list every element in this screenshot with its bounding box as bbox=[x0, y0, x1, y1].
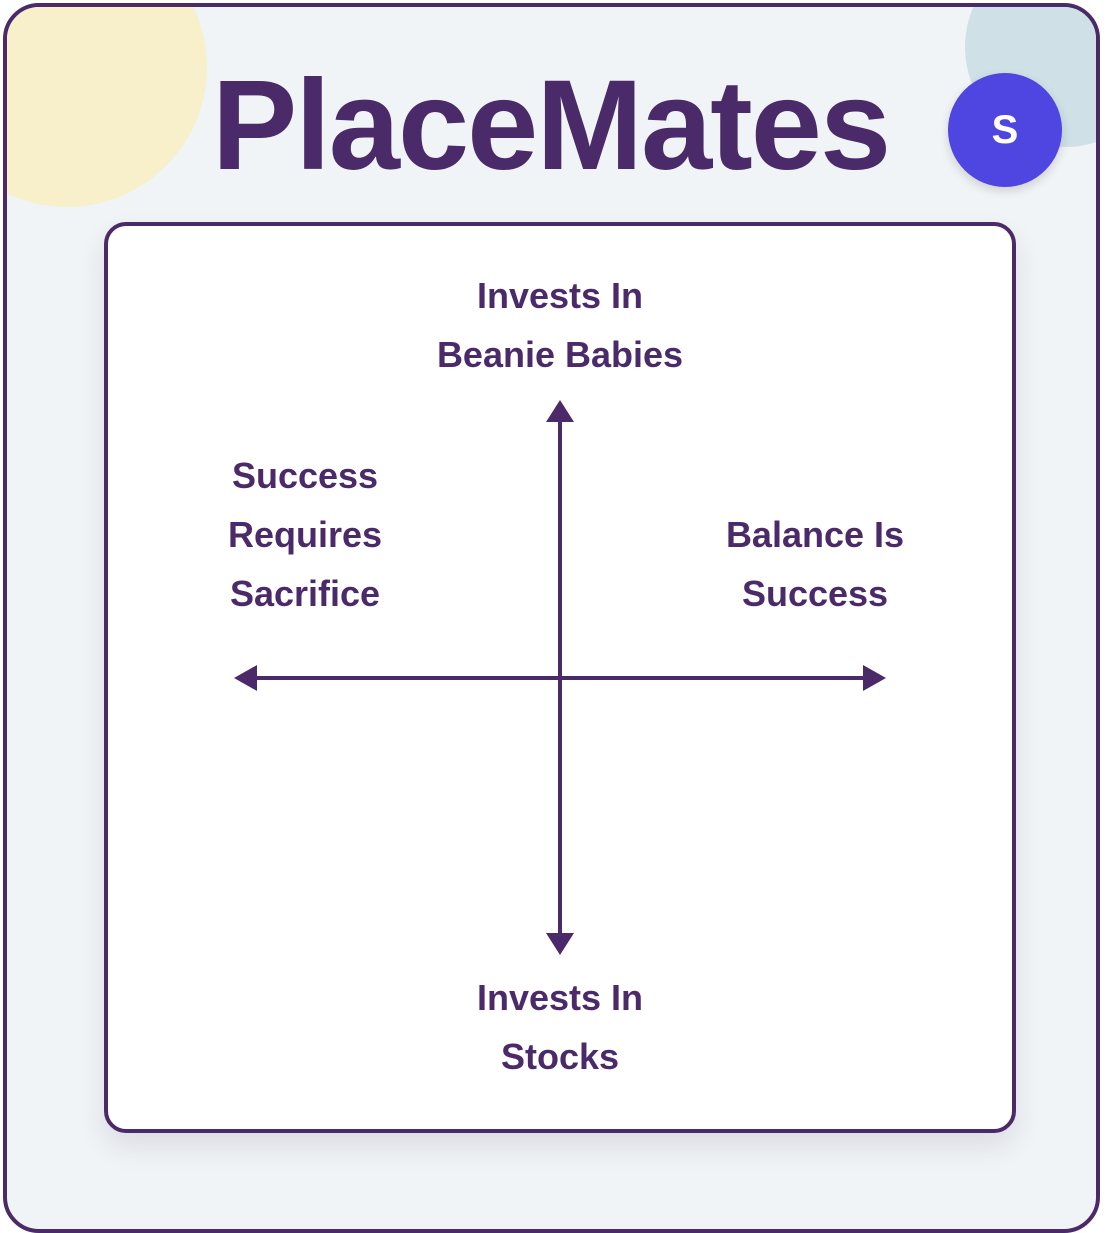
horizontal-axis bbox=[234, 665, 886, 691]
arrow-up-icon bbox=[546, 400, 574, 422]
axis-label-bottom: Invests In Stocks bbox=[476, 977, 644, 1077]
app-title: PlaceMates bbox=[211, 54, 891, 197]
arrow-left-icon bbox=[234, 665, 257, 691]
quadrant-axes bbox=[234, 400, 886, 955]
axis-label-top: Invests In Beanie Babies bbox=[436, 275, 684, 375]
arrow-down-icon bbox=[546, 933, 574, 955]
arrow-right-icon bbox=[863, 665, 886, 691]
axis-label-left: Success Requires Sacrifice bbox=[227, 455, 383, 614]
user-avatar[interactable]: S bbox=[948, 73, 1062, 187]
axis-label-right: Balance Is Success bbox=[725, 514, 905, 614]
